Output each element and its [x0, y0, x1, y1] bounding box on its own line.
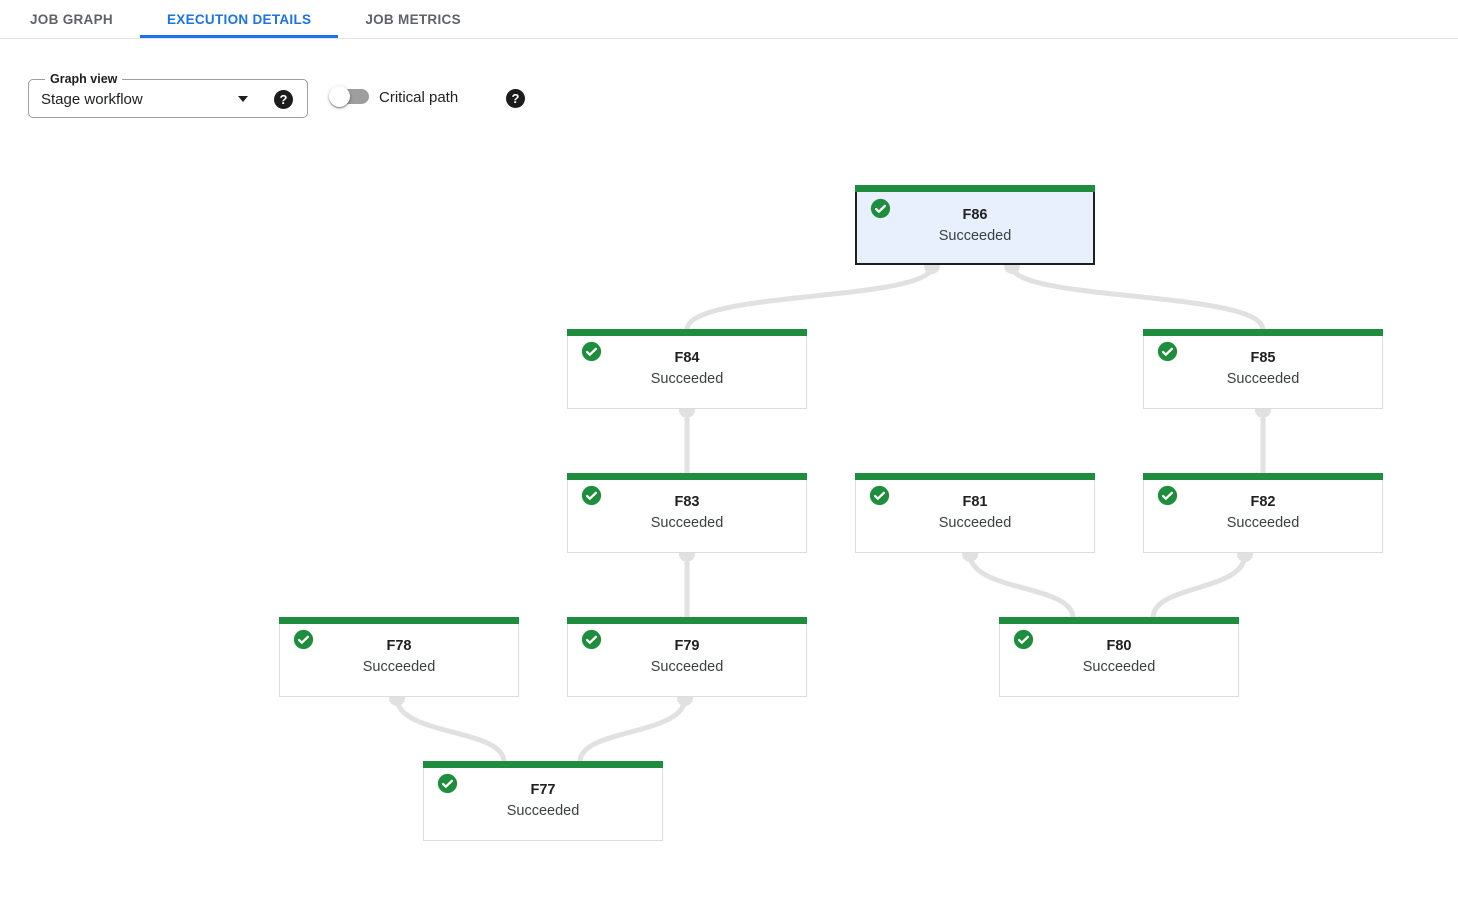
stage-node-f82[interactable]: F82 Succeeded — [1143, 473, 1383, 553]
stage-node-f80[interactable]: F80 Succeeded — [999, 617, 1239, 697]
edge-f86-f84 — [684, 265, 935, 331]
node-status: Succeeded — [650, 371, 724, 387]
succeeded-check-icon — [1157, 485, 1178, 506]
stage-node-f83[interactable]: F83 Succeeded — [567, 473, 807, 553]
succeeded-check-icon — [870, 198, 891, 219]
node-status-bar — [423, 761, 663, 768]
succeeded-check-icon — [293, 629, 314, 650]
node-status: Succeeded — [506, 803, 580, 819]
node-status-bar — [999, 617, 1239, 624]
node-title: F85 — [1250, 350, 1276, 366]
toggle-thumb-icon — [329, 86, 350, 107]
graph-view-value: Stage workflow — [41, 90, 143, 108]
stage-node-f77[interactable]: F77 Succeeded — [423, 761, 663, 841]
node-status: Succeeded — [650, 515, 724, 531]
node-title: F79 — [674, 638, 700, 654]
node-status-bar — [567, 329, 807, 336]
tab-execution-details[interactable]: EXECUTION DETAILS — [139, 0, 339, 38]
node-status-bar — [855, 473, 1095, 480]
succeeded-check-icon — [581, 485, 602, 506]
node-status: Succeeded — [1226, 515, 1300, 531]
node-status-bar — [567, 473, 807, 480]
stage-node-f81[interactable]: F81 Succeeded — [855, 473, 1095, 553]
graph-view-label: Graph view — [50, 72, 118, 86]
node-title: F78 — [386, 638, 412, 654]
node-title: F83 — [674, 494, 700, 510]
edge-f86-f85 — [1009, 265, 1266, 331]
node-title: F86 — [962, 207, 988, 223]
succeeded-check-icon — [581, 341, 602, 362]
succeeded-check-icon — [869, 485, 890, 506]
node-status: Succeeded — [362, 659, 436, 675]
node-status: Succeeded — [938, 228, 1012, 244]
succeeded-check-icon — [1157, 341, 1178, 362]
node-status-bar — [567, 617, 807, 624]
tab-bar: JOB GRAPH EXECUTION DETAILS JOB METRICS — [0, 0, 1458, 39]
critical-path-label: Critical path — [379, 89, 459, 106]
node-status: Succeeded — [1226, 371, 1300, 387]
stage-node-f78[interactable]: F78 Succeeded — [279, 617, 519, 697]
graph-view-help-icon[interactable]: ? — [274, 90, 293, 109]
critical-path-help-icon[interactable]: ? — [506, 89, 525, 108]
tab-job-graph[interactable]: JOB GRAPH — [30, 11, 113, 27]
stage-node-f86[interactable]: F86 Succeeded — [855, 185, 1095, 265]
graph-view-select[interactable]: Graph view Stage workflow ? — [28, 72, 308, 118]
node-status-bar — [1143, 329, 1383, 336]
node-title: F80 — [1106, 638, 1132, 654]
node-title: F81 — [962, 494, 988, 510]
node-title: F84 — [674, 350, 700, 366]
node-status-bar — [279, 617, 519, 624]
edge-f81-f80 — [967, 553, 1076, 619]
dropdown-caret-icon — [238, 96, 248, 102]
tab-job-metrics[interactable]: JOB METRICS — [365, 11, 461, 27]
node-status: Succeeded — [650, 659, 724, 675]
stage-node-f85[interactable]: F85 Succeeded — [1143, 329, 1383, 409]
node-title: F77 — [530, 782, 556, 798]
node-title: F82 — [1250, 494, 1276, 510]
stage-node-f84[interactable]: F84 Succeeded — [567, 329, 807, 409]
stage-node-f79[interactable]: F79 Succeeded — [567, 617, 807, 697]
node-status: Succeeded — [938, 515, 1012, 531]
edge-f79-f77 — [577, 697, 688, 763]
succeeded-check-icon — [437, 773, 458, 794]
node-status: Succeeded — [1082, 659, 1156, 675]
critical-path-toggle[interactable] — [329, 86, 369, 107]
node-status-bar — [855, 185, 1095, 192]
edge-f82-f80 — [1150, 553, 1248, 619]
succeeded-check-icon — [581, 629, 602, 650]
node-status-bar — [1143, 473, 1383, 480]
succeeded-check-icon — [1013, 629, 1034, 650]
edge-f78-f77 — [394, 697, 507, 763]
